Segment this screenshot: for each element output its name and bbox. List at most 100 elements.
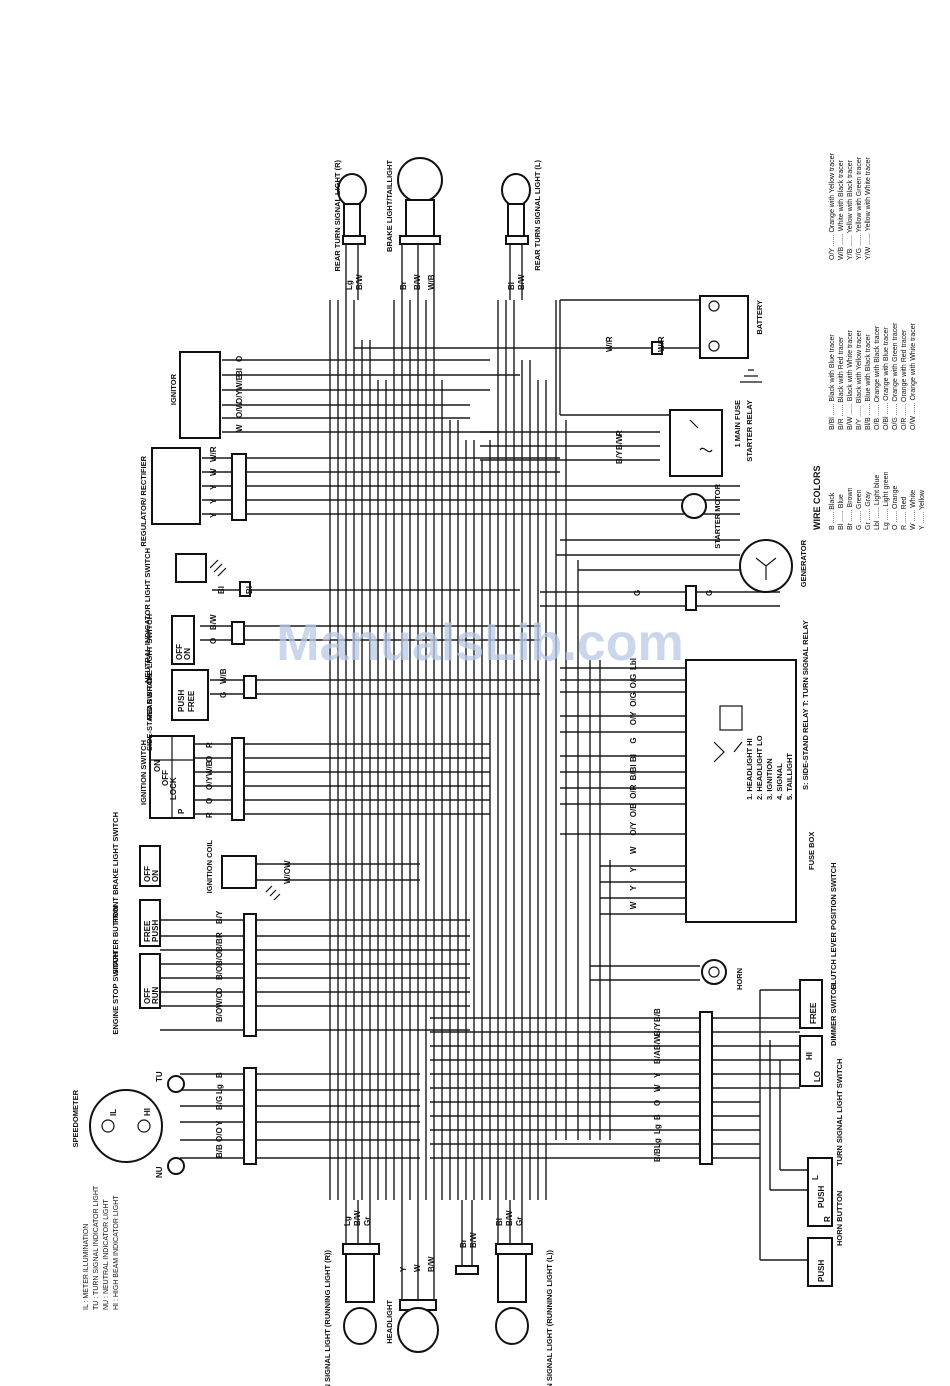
- wire-code-label: O: [205, 756, 214, 762]
- wire-color-entry: O ...... Orange: [892, 486, 899, 530]
- wire-code-label: O: [209, 638, 218, 644]
- wire-code-label: Lg: [653, 1124, 662, 1134]
- wire-color-entry: O/R ...... Orange with Red tracer: [901, 329, 908, 430]
- headlight-icon: [397, 1299, 439, 1353]
- wire-color-entry: Y ...... Yellow: [919, 489, 926, 530]
- wire-color-entry: Y/B ...... Yellow with Black tracer: [847, 159, 854, 260]
- wire-code-label: O: [215, 988, 224, 994]
- label-rear-brake-switch: REAR BRAKE LIGHT SWITCH: [145, 614, 154, 720]
- regulator-icon: [151, 447, 201, 525]
- label-starter-motor: STARTER MOTOR: [713, 483, 722, 548]
- front-turn-left-lamp-icon: [495, 1253, 529, 1345]
- label-front-brake-switch: FRONT BRAKE LIGHT SWITCH: [111, 812, 120, 923]
- wire-code-label: B: [653, 1114, 662, 1120]
- wire-code-label: W: [235, 424, 244, 432]
- label-front-turn-left: FRONT TURN SIGNAL LIGHT (RUNNING LIGHT (…: [545, 1250, 554, 1386]
- starter-push: PUSH: [151, 920, 160, 942]
- fuse-1: 1. HEADLIGHT HI: [745, 738, 754, 800]
- rear-turn-right-lamp-icon: [337, 173, 367, 237]
- ignition-on: ON: [153, 760, 162, 772]
- battery-icon: [699, 295, 749, 359]
- wire-code-label: R: [615, 430, 624, 436]
- speedo-tu: TU: [155, 1071, 164, 1082]
- rear-brake-switch-icon: [171, 615, 195, 665]
- wire-code-label: B/Y: [215, 910, 224, 924]
- wire-code-label: B/Bl: [629, 764, 638, 780]
- wire-code-label: B/O: [215, 952, 224, 966]
- wire-code-label: B/B: [215, 938, 224, 952]
- wire-code-label: W/R: [657, 336, 666, 352]
- wire-code-label: O/R: [629, 784, 638, 798]
- fuse-4: 4. SIGNAL: [775, 763, 784, 800]
- ground-icon: [265, 885, 281, 901]
- wire-code-label: O/Y: [235, 390, 244, 404]
- label-horn-button: HORN BUTTON: [835, 1191, 844, 1246]
- wire-code-label: W/O: [283, 868, 292, 884]
- starter-free: FREE: [143, 920, 152, 942]
- wire-code-label: Bl: [217, 586, 226, 594]
- fuse-3: 3. IGNITION: [765, 758, 774, 800]
- wire-code-label: W: [209, 468, 218, 476]
- wire-code-label: O/B: [629, 803, 638, 817]
- wire-code-label: O/Y: [629, 711, 638, 725]
- wire-code-label: Lbl: [629, 658, 638, 670]
- label-dimmer-switch: DIMMER SWITCH: [829, 984, 838, 1046]
- turn-l: L: [811, 1175, 820, 1180]
- wire-code-label: W: [413, 1264, 422, 1272]
- wire-code-label: W: [629, 901, 638, 909]
- wire-code-label: O/Y: [205, 776, 214, 790]
- wire-color-entry: B/Bl ...... Black with Blue tracer: [829, 334, 836, 430]
- wire-code-label: B/O: [215, 966, 224, 980]
- wire-code-label: B: [215, 1072, 224, 1078]
- label-ignition-switch: IGNITION SWITCH: [139, 740, 148, 805]
- wire-code-label: O/W: [235, 402, 244, 418]
- side-stand-free: FREE: [187, 690, 196, 712]
- label-speedometer: SPEEDOMETER: [71, 1089, 80, 1147]
- wire-color-entry: O/B ...... Orange with Black tracer: [874, 325, 881, 430]
- wire-code-label: W/B: [427, 274, 436, 290]
- switch-position-labels: PUSH FREE OFF ON ON OFF LOCK P OFF ON FR…: [143, 644, 832, 1282]
- front-brake-off: OFF: [143, 866, 152, 882]
- wire-code-label: B/W: [517, 274, 526, 290]
- wire-code-label: Br: [399, 281, 408, 290]
- wire-code-label: Lg: [343, 1216, 352, 1226]
- wire-colors-title: WIRE COLORS: [812, 466, 822, 531]
- wire-code-label: B/O: [215, 1008, 224, 1022]
- wire-code-label: Y: [653, 1072, 662, 1078]
- rear-brake-off: OFF: [175, 644, 184, 660]
- wire-code-label: W/O: [215, 992, 224, 1008]
- wire-code-label: Bl: [507, 282, 516, 290]
- wire-color-entry: O/Y ...... Orange with Yellow tracer: [829, 152, 836, 260]
- label-rear-turn-left: REAR TURN SIGNAL LIGHT (L): [533, 159, 542, 270]
- wire-code-label: B/Y: [615, 450, 624, 464]
- ignition-off: OFF: [161, 770, 170, 786]
- wire-code-label: Y: [215, 1120, 224, 1126]
- rear-turn-left-lamp-icon: [501, 173, 531, 237]
- wire-color-entry: G ...... Green: [856, 489, 863, 530]
- ground-lug-icon: [455, 1265, 479, 1275]
- wire-color-entry: W/B ...... White with Black tracer: [838, 159, 845, 260]
- wire-code-label: B/B: [215, 1144, 224, 1158]
- label-ignition-coil: IGNITION COIL: [205, 840, 214, 894]
- wire-code-label: Y: [399, 1266, 408, 1272]
- dimmer-hi: HI: [805, 1052, 814, 1060]
- wire-code-label: B/W: [505, 1210, 514, 1226]
- wire-code-label: R: [215, 932, 224, 938]
- wire-code-label: Bl: [629, 754, 638, 762]
- speedo-nu: NU: [155, 1166, 164, 1178]
- wire-code-label: Y: [209, 484, 218, 490]
- turn-signal-switch-icon: [807, 1157, 833, 1227]
- horn-icon: [701, 959, 727, 985]
- harness-wires: [160, 240, 808, 1300]
- wire-code-label: B/B: [653, 1148, 662, 1162]
- engine-stop-run: RUN: [151, 986, 160, 1004]
- wire-color-entry: Bl/B ...... Blue with Black tracer: [865, 334, 872, 430]
- ignitor-icon: [179, 351, 221, 439]
- label-brake-tail: BRAKE LIGHT/TAILLIGHT: [385, 160, 394, 252]
- side-stand-switch-icon: [171, 669, 209, 721]
- dimmer-lo: LO: [813, 1071, 822, 1082]
